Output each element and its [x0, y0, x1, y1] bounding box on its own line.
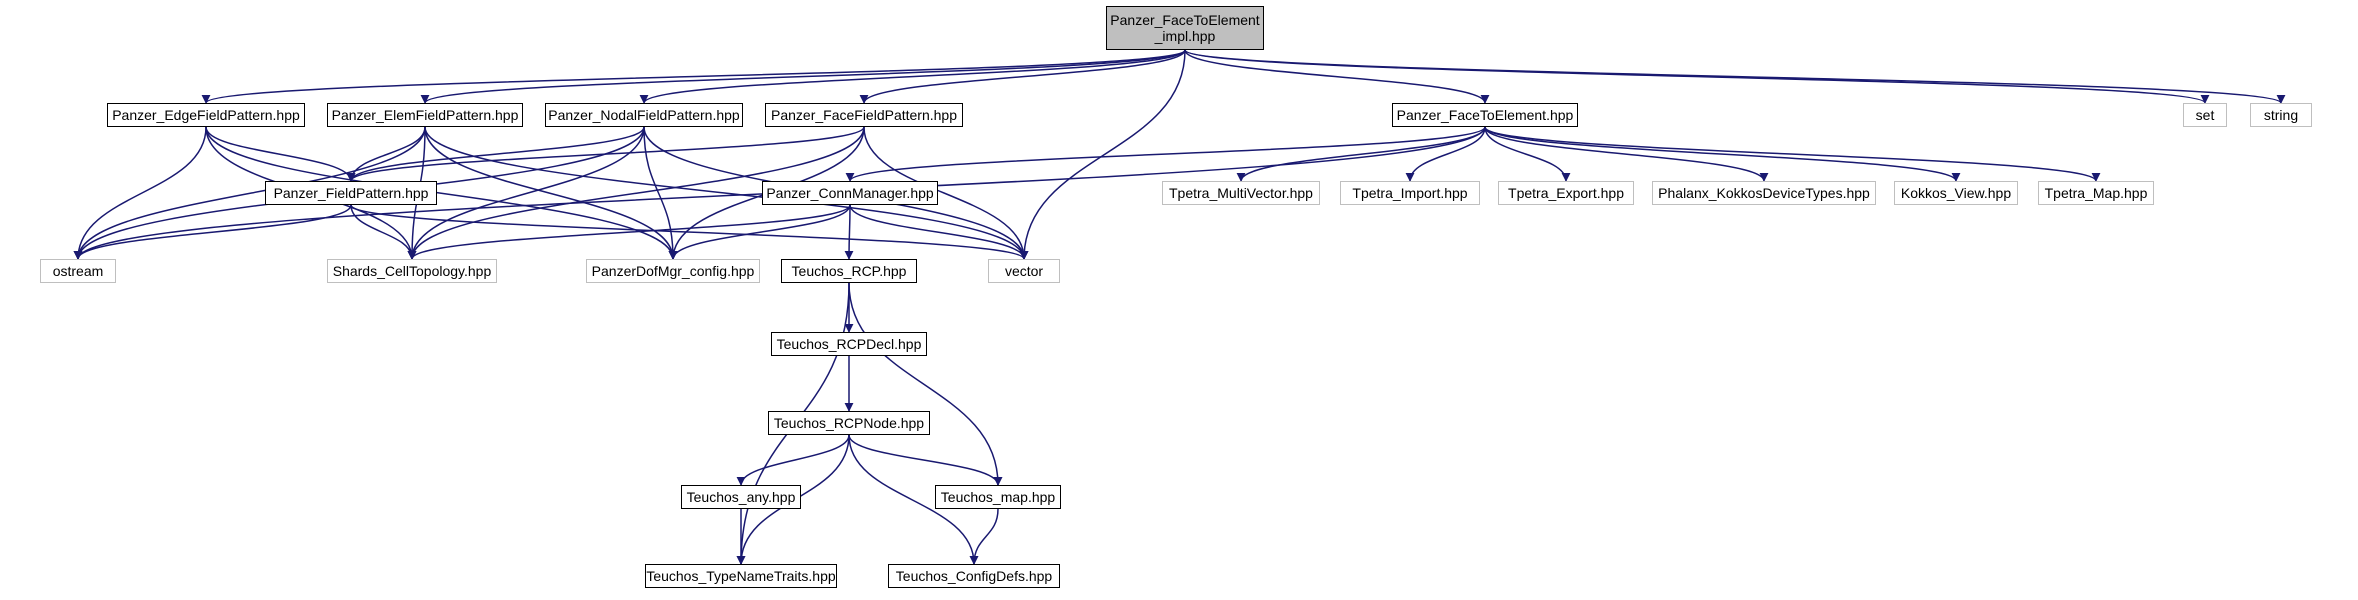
node-tp-map: Tpetra_Map.hpp [2038, 181, 2154, 205]
edge-rcpnode-to-map [848, 434, 1003, 486]
edge-face-fp-to-shards [407, 126, 865, 260]
edge-face-fp-to-vector [863, 126, 1029, 260]
edge-root-to-face-fp [859, 49, 1186, 104]
node-any[interactable]: Teuchos_any.hpp [681, 485, 801, 509]
node-dofmgr-cfg: PanzerDofMgr_config.hpp [586, 259, 760, 283]
edge-f2e-to-tp-map [1484, 126, 2101, 182]
edge-nodal-fp-to-shards [407, 126, 645, 260]
node-shards: Shards_CellTopology.hpp [327, 259, 497, 283]
edge-root-to-vector [1019, 49, 1186, 260]
edge-conn-mgr-to-vector [849, 204, 1029, 260]
edge-elem-fp-to-ostream [73, 126, 426, 260]
edge-face-fp-to-field-pattern [346, 126, 865, 182]
node-f2e[interactable]: Panzer_FaceToElement.hpp [1392, 103, 1578, 127]
edge-rcpnode-to-configdefs [848, 434, 979, 565]
node-vector: vector [988, 259, 1060, 283]
node-rcpdecl[interactable]: Teuchos_RCPDecl.hpp [771, 332, 927, 356]
node-map[interactable]: Teuchos_map.hpp [935, 485, 1061, 509]
node-edge-fp[interactable]: Panzer_EdgeFieldPattern.hpp [107, 103, 305, 127]
node-root[interactable]: Panzer_FaceToElement _impl.hpp [1106, 6, 1264, 50]
edge-field-pattern-to-ostream [73, 204, 352, 260]
edge-rcp-to-map [848, 282, 1003, 486]
node-tp-mv: Tpetra_MultiVector.hpp [1162, 181, 1320, 205]
edge-f2e-to-phalanx-kdt [1484, 126, 1769, 182]
edge-map-to-configdefs [969, 508, 999, 565]
node-ostream: ostream [40, 259, 116, 283]
edge-conn-mgr-to-rcp [844, 204, 854, 260]
node-conn-mgr[interactable]: Panzer_ConnManager.hpp [762, 181, 938, 205]
dependency-edges [73, 49, 2286, 565]
edge-root-to-f2e [1184, 49, 1490, 104]
node-rcpnode[interactable]: Teuchos_RCPNode.hpp [768, 411, 930, 435]
edge-elem-fp-to-vector [424, 126, 1029, 260]
edge-edge-fp-to-field-pattern [205, 126, 356, 182]
edge-root-to-edge-fp [201, 49, 1186, 104]
node-nodal-fp[interactable]: Panzer_NodalFieldPattern.hpp [545, 103, 743, 127]
edge-edge-fp-to-dofmgr-cfg [205, 126, 678, 260]
node-kokkos-view: Kokkos_View.hpp [1894, 181, 2018, 205]
node-face-fp[interactable]: Panzer_FaceFieldPattern.hpp [765, 103, 963, 127]
edge-conn-mgr-to-shards [407, 204, 851, 260]
edge-root-to-nodal-fp [639, 49, 1186, 104]
edge-nodal-fp-to-field-pattern [346, 126, 645, 182]
edge-f2e-to-tp-import [1405, 126, 1486, 182]
node-phalanx-kdt: Phalanx_KokkosDeviceTypes.hpp [1652, 181, 1876, 205]
edge-nodal-fp-to-dofmgr-cfg [643, 126, 678, 260]
node-field-pattern[interactable]: Panzer_FieldPattern.hpp [265, 181, 437, 205]
node-typename[interactable]: Teuchos_TypeNameTraits.hpp [645, 564, 837, 588]
edge-f2e-to-tp-export [1484, 126, 1571, 182]
node-rcp[interactable]: Teuchos_RCP.hpp [781, 259, 917, 283]
edge-conn-mgr-to-dofmgr-cfg [668, 204, 851, 260]
edge-edge-fp-to-ostream [73, 126, 207, 260]
edge-rcpnode-to-any [736, 434, 850, 486]
edge-f2e-to-kokkos-view [1484, 126, 1961, 182]
node-set: set [2183, 103, 2227, 127]
node-elem-fp[interactable]: Panzer_ElemFieldPattern.hpp [327, 103, 523, 127]
edge-field-pattern-to-vector [350, 204, 1029, 260]
node-configdefs[interactable]: Teuchos_ConfigDefs.hpp [888, 564, 1060, 588]
edge-root-to-string [1184, 49, 2286, 104]
node-tp-export: Tpetra_Export.hpp [1498, 181, 1634, 205]
node-string: string [2250, 103, 2312, 127]
edge-f2e-to-conn-mgr [845, 126, 1486, 182]
edge-f2e-to-tp-mv [1236, 126, 1486, 182]
node-tp-import: Tpetra_Import.hpp [1340, 181, 1480, 205]
edge-elem-fp-to-dofmgr-cfg [424, 126, 678, 260]
edge-root-to-elem-fp [420, 49, 1186, 104]
